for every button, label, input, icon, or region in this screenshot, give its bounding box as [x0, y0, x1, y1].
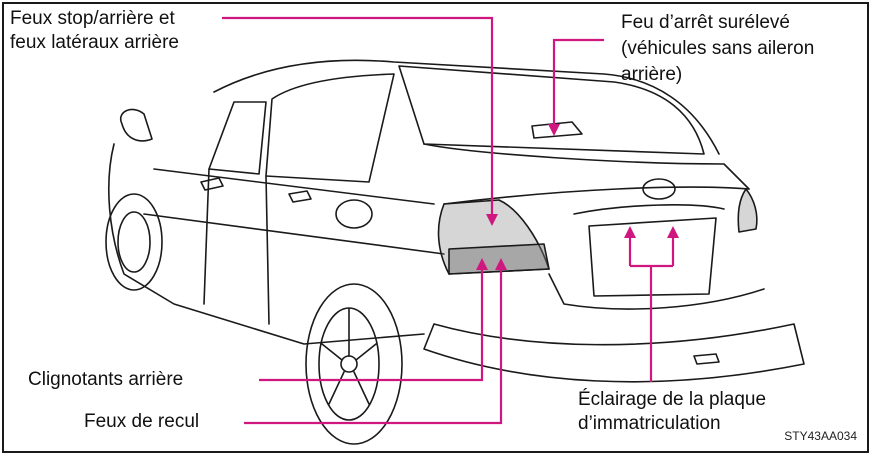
label-turn-signals: Clignotants arrière: [28, 368, 183, 391]
label-plate-line2: d’immatriculation: [578, 412, 721, 435]
arrow-plate-right: [667, 226, 679, 238]
side-mirror: [121, 109, 152, 140]
rear-wheel-spokes: [322, 309, 376, 404]
front-wheel-rim: [118, 212, 150, 272]
arrow-plate-left: [624, 226, 636, 238]
leader-high-stop: [554, 40, 604, 132]
rear-door-edge: [266, 176, 269, 324]
front-door-handle: [201, 178, 223, 190]
label-stop-tail-line1: Feux stop/arrière et: [10, 7, 175, 30]
rear-wheel-hub: [341, 356, 357, 372]
label-plate-line1: Éclairage de la plaque: [578, 388, 766, 411]
exhaust: [694, 354, 719, 364]
side-crease: [144, 214, 444, 254]
label-stop-tail-line2: feux latéraux arrière: [10, 31, 179, 54]
fuel-door: [336, 200, 372, 228]
leader-turn-signals: [259, 262, 482, 380]
arrow-high-stop: [548, 124, 560, 136]
emblem: [643, 179, 675, 199]
plate-garnish: [574, 205, 724, 214]
label-high-stop-line1: Feu d’arrêt surélevé: [621, 11, 790, 34]
beltline: [154, 169, 434, 204]
figure-code: STY43AA034: [784, 429, 857, 443]
rear-door-handle: [289, 191, 311, 202]
rear-side-window: [266, 74, 394, 182]
license-plate-area: [589, 218, 716, 296]
label-high-stop-line3: arrière): [621, 63, 682, 86]
leader-stop-tail: [222, 18, 492, 222]
trunk-top: [424, 144, 749, 189]
right-tail-lamp: [738, 189, 757, 232]
label-high-stop-line2: (véhicules sans aileron: [621, 37, 814, 60]
rear-body-lower: [549, 274, 764, 309]
label-backup: Feux de recul: [84, 410, 199, 433]
front-side-window: [209, 102, 266, 174]
